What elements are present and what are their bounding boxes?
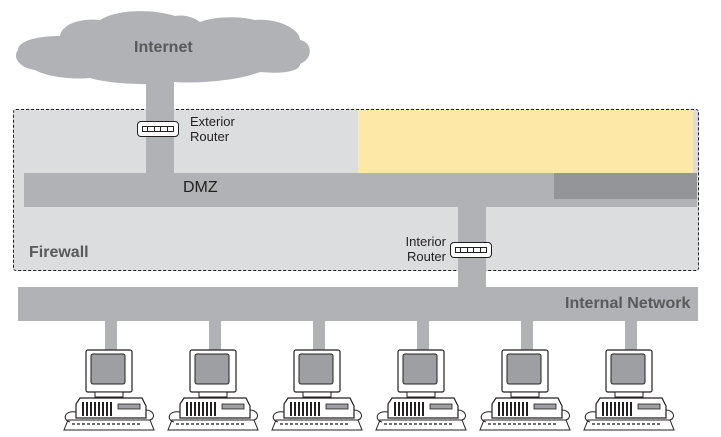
internet-label: Internet [134, 39, 193, 56]
network-drop [521, 321, 533, 351]
internet-cloud [15, 11, 310, 120]
workstation-computer-icon[interactable] [270, 348, 365, 433]
exterior-router-label: Exterior Router [190, 114, 235, 144]
internal-network-bus [18, 287, 698, 321]
exterior-router-label-line2: Router [190, 129, 230, 144]
highlight-zone [358, 110, 693, 173]
internal-network-label: Internal Network [565, 295, 691, 312]
exterior-router-label-line1: Exterior [190, 114, 235, 129]
exterior-router-icon[interactable] [137, 121, 179, 137]
network-drop [313, 321, 325, 351]
workstation-computer-icon[interactable] [166, 348, 261, 433]
workstation-computer-icon[interactable] [582, 348, 677, 433]
internet-uplink [146, 109, 174, 173]
dmz-label: DMZ [183, 179, 218, 196]
workstation-computer-icon[interactable] [374, 348, 469, 433]
workstation-computer-icon[interactable] [478, 348, 573, 433]
network-drop [417, 321, 429, 351]
dmz-dark-segment [554, 173, 697, 199]
network-drop [209, 321, 221, 351]
network-drop [105, 321, 117, 351]
firewall-label: Firewall [29, 244, 89, 261]
network-drop [625, 321, 637, 351]
interior-router-label-line1: Interior [405, 234, 446, 249]
interior-router-label: Interior Router [396, 234, 446, 264]
interior-router-label-line2: Router [406, 249, 446, 264]
interior-router-icon[interactable] [450, 242, 492, 258]
workstation-computer-icon[interactable] [62, 348, 157, 433]
